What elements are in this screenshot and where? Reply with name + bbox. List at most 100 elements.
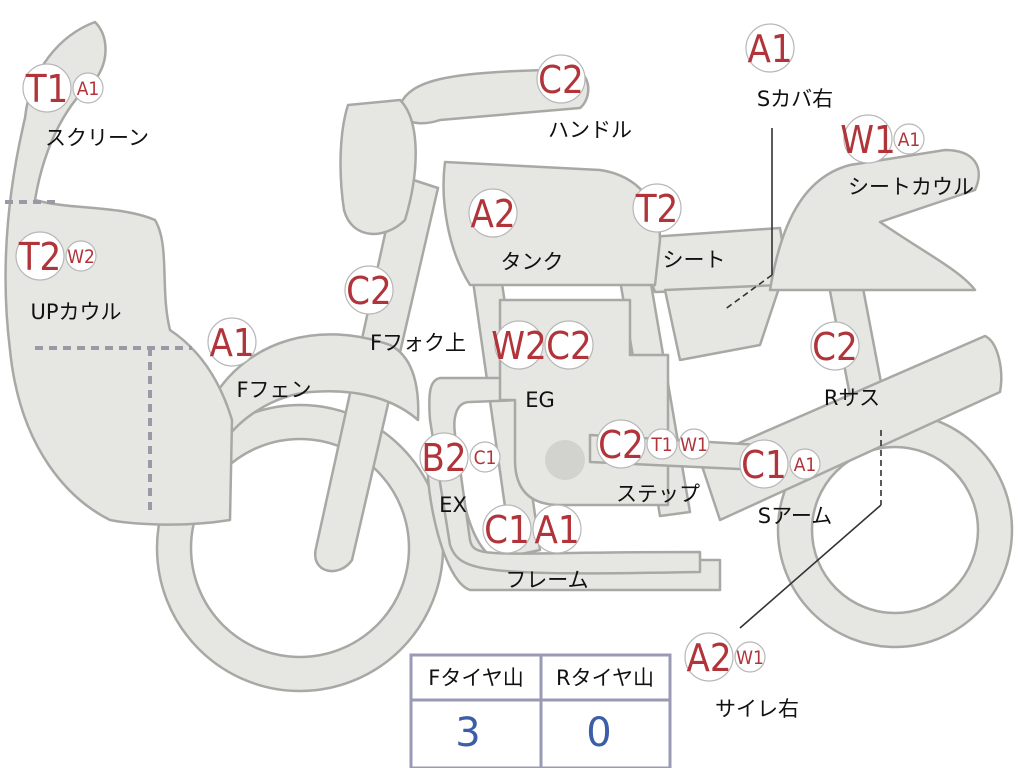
damage-code: A2 [686, 636, 731, 680]
damage-code: C1 [484, 508, 530, 552]
damage-code-badge [469, 441, 501, 473]
part-annotation-handle: C2 ハンドル [536, 54, 632, 142]
damage-code: T1 [25, 67, 69, 111]
damage-code-badge [65, 240, 97, 272]
damage-code: C1 [474, 447, 497, 469]
exhaust-shape [428, 376, 702, 575]
front-wheel-inner-edge [189, 437, 411, 659]
damage-code: A1 [77, 78, 100, 100]
damage-code: C2 [546, 324, 592, 368]
damage-code: A1 [534, 508, 579, 552]
damage-code-badge [344, 265, 394, 315]
damage-code: T2 [635, 187, 679, 231]
tire-table-value-rear: 0 [586, 710, 611, 756]
damage-code: A2 [470, 192, 515, 236]
damage-code: A1 [209, 321, 254, 365]
part-label: スクリーン [45, 126, 149, 150]
damage-code-badge [632, 183, 682, 233]
part-label: Fフォク上 [370, 331, 466, 355]
damage-code: T2 [18, 235, 62, 279]
damage-code-badge [207, 317, 257, 367]
tire-table-header-rear: Rタイヤ山 [556, 666, 654, 690]
damage-code-badge [789, 448, 821, 480]
part-label: シートカウル [848, 175, 974, 199]
damage-code-badge [494, 320, 544, 370]
tire-table-header-front: Fタイヤ山 [428, 666, 523, 690]
damage-code: C2 [812, 325, 858, 369]
engine-cover [545, 440, 585, 480]
part-label: シート [663, 248, 726, 272]
damage-code-badge [532, 504, 582, 554]
damage-code: W2 [67, 246, 95, 268]
damage-code-badge [739, 439, 789, 489]
damage-code-badge [72, 72, 104, 104]
part-label: Sカバ右 [757, 87, 833, 111]
part-label: サイレ右 [715, 697, 799, 721]
damage-code: T1 [650, 434, 672, 456]
part-annotation-seat: T2 シート [632, 183, 726, 272]
damage-code: A1 [794, 454, 817, 476]
part-annotation-step: C2 T1 W1 ステップ [596, 419, 710, 506]
damage-code: C1 [741, 443, 787, 487]
damage-code-badge [22, 63, 72, 113]
damage-code: W2 [491, 324, 547, 368]
damage-code: C2 [538, 58, 584, 102]
damage-code-badge [15, 231, 65, 281]
damage-code-badge [843, 114, 893, 164]
damage-code-badge [678, 428, 710, 460]
damage-code: W1 [736, 647, 764, 669]
seat-cowl-shape [768, 148, 980, 292]
part-label: ステップ [616, 482, 700, 506]
damage-code-badge [419, 432, 469, 482]
part-label: Rサス [824, 386, 880, 410]
part-annotation-screen: T1 A1 スクリーン [22, 63, 149, 150]
damage-code-badge [810, 321, 860, 371]
part-label: フレーム [505, 568, 588, 592]
headlight-shape [339, 98, 417, 236]
damage-code: A1 [898, 129, 921, 151]
side-cover-shape [663, 283, 782, 362]
rear-wheel-inner-edge [810, 445, 980, 615]
damage-code-badge [596, 419, 646, 469]
tire-table: Fタイヤ山 Rタイヤ山 3 0 [409, 653, 672, 768]
upper-cowl-shape [4, 20, 234, 526]
damage-code-badge [745, 23, 795, 73]
damage-code: W1 [840, 118, 896, 162]
part-label: Sアーム [758, 504, 832, 528]
damage-code-badge [544, 320, 594, 370]
part-annotation-tank: A2 タンク [468, 188, 564, 274]
part-label: タンク [501, 250, 564, 274]
part-label: UPカウル [30, 300, 121, 324]
damage-code: W1 [680, 434, 708, 456]
damage-code: C2 [598, 423, 644, 467]
part-label: EG [525, 388, 555, 412]
damage-code: C2 [346, 269, 392, 313]
front-wheel [157, 405, 443, 691]
damage-code-badge [734, 641, 766, 673]
part-label: Fフェン [236, 378, 311, 402]
damage-code: A1 [747, 27, 792, 71]
damage-code-badge [482, 504, 532, 554]
damage-code-badge [536, 54, 586, 104]
front-fender-shape [213, 333, 420, 442]
part-label: EX [439, 493, 467, 517]
leader-line [739, 504, 882, 629]
damage-code-badge [893, 123, 925, 155]
damage-code-badge [684, 632, 734, 682]
tire-table-value-front: 3 [455, 710, 480, 756]
damage-code-badge [646, 428, 678, 460]
part-label: ハンドル [548, 118, 632, 142]
